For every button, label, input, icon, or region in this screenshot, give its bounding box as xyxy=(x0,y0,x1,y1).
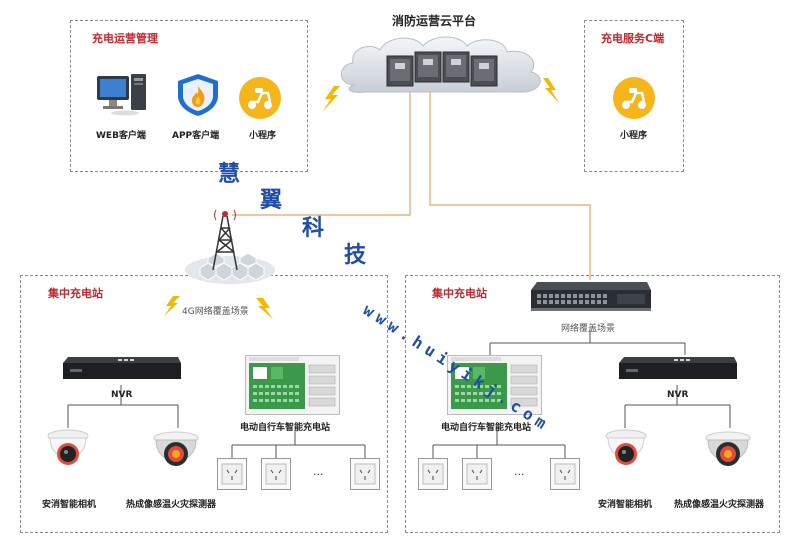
mini-program-scooter-icon xyxy=(239,77,281,119)
right-socket-2-icon xyxy=(462,458,492,490)
left-dome-camera-icon xyxy=(47,429,89,465)
tower-label: 4G网络覆盖场景 xyxy=(182,307,249,317)
right-charger-label: 电动自行车智能充电站 xyxy=(441,423,532,433)
left-charger-panel-icon xyxy=(245,355,340,415)
left-thermal-camera-icon xyxy=(153,431,199,466)
left-camera1-label: 安消智能相机 xyxy=(42,500,97,510)
right-nvr-icon xyxy=(619,357,737,379)
left-nvr-label: NVR xyxy=(111,390,133,400)
right-dome-camera-icon xyxy=(605,429,647,465)
mgmt-box-title: 充电运营管理 xyxy=(92,32,158,45)
cloud-title: 消防运营云平台 xyxy=(392,14,477,28)
left-nvr-icon xyxy=(63,357,181,379)
right-socket-1-icon xyxy=(418,458,448,490)
desktop-computer-icon xyxy=(97,74,146,116)
watermark-char-3: 科 xyxy=(302,215,325,241)
cell-tower-icon xyxy=(185,209,275,284)
right-station-title: 集中充电站 xyxy=(432,287,487,300)
left-socket-3-icon xyxy=(350,458,380,490)
right-thermal-camera-icon xyxy=(705,431,751,466)
cloud-icon xyxy=(340,36,541,93)
left-camera2-label: 热成像感温火灾探测器 xyxy=(126,500,217,510)
right-socket-ellipsis: ··· xyxy=(514,468,525,481)
app-shield-flame-icon xyxy=(178,74,218,116)
mgmt-box xyxy=(70,20,308,172)
right-camera2-label: 热成像感温火灾探测器 xyxy=(674,500,765,510)
service-box xyxy=(584,20,684,172)
switch-label: 网络覆盖场景 xyxy=(561,324,616,334)
left-charger-label: 电动自行车智能充电站 xyxy=(240,423,331,433)
right-socket-3-icon xyxy=(550,458,580,490)
right-charger-panel-icon xyxy=(447,355,542,415)
right-station-box xyxy=(405,275,780,533)
watermark-char-4: 技 xyxy=(344,242,367,268)
service-box-title: 充电服务C端 xyxy=(601,32,665,45)
service-mini-program-label: 小程序 xyxy=(620,131,648,141)
watermark-char-1: 慧 xyxy=(218,161,241,187)
network-switch-icon xyxy=(531,282,651,311)
right-nvr-label: NVR xyxy=(667,390,689,400)
left-station-title: 集中充电站 xyxy=(48,287,103,300)
watermark-char-2: 翼 xyxy=(260,187,283,213)
web-client-label: WEB客户端 xyxy=(96,131,146,141)
service-mini-program-scooter-icon xyxy=(613,77,655,119)
mgmt-mini-program-label: 小程序 xyxy=(249,131,277,141)
right-camera1-label: 安消智能相机 xyxy=(598,500,653,510)
left-socket-ellipsis: ··· xyxy=(313,468,324,481)
app-client-label: APP客户端 xyxy=(172,131,220,141)
left-socket-2-icon xyxy=(261,458,291,490)
left-socket-1-icon xyxy=(217,458,247,490)
